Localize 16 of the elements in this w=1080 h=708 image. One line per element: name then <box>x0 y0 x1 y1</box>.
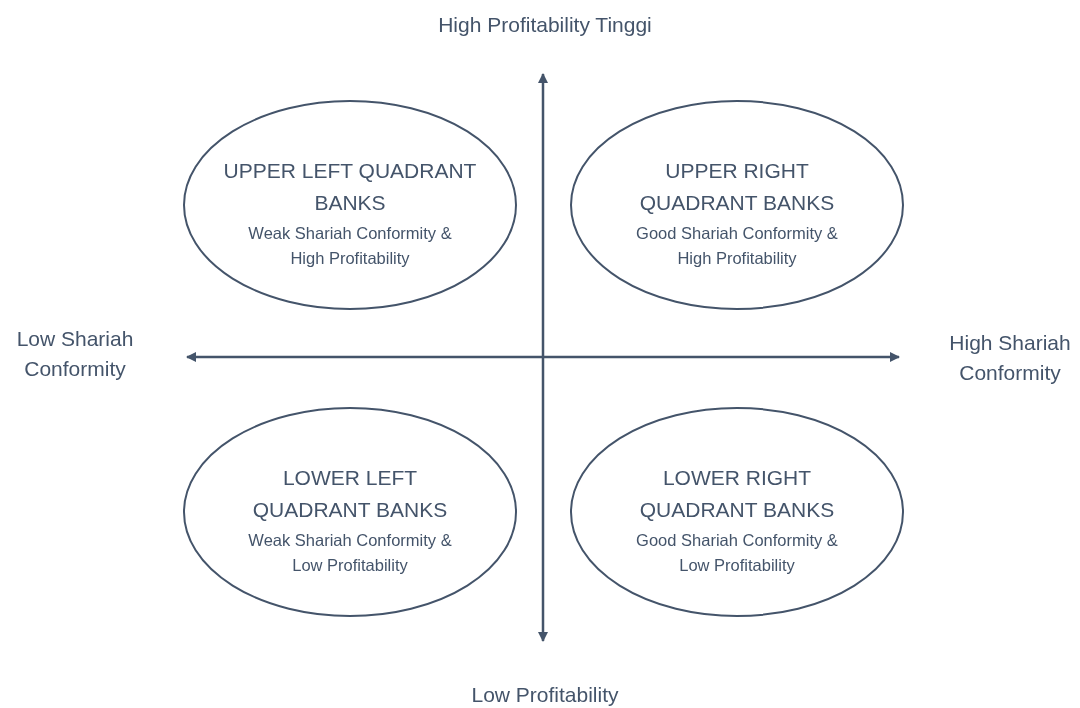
quadrant-ellipse <box>569 406 905 618</box>
axis-label: Low Shariah Conformity <box>15 326 135 382</box>
quadrant-description: Good Shariah Conformity & Low Profitability <box>635 530 839 576</box>
quadrant-title: UPPER RIGHT QUADRANT BANKS <box>638 158 836 216</box>
quadrant-description: Weak Shariah Conformity & Low Profitability <box>247 530 453 576</box>
axis-label: High Shariah Conformity <box>948 330 1072 386</box>
quadrant-title: UPPER LEFT QUADRANT BANKS <box>222 158 478 216</box>
quadrant-ellipse <box>182 406 518 618</box>
axis-label: High Profitability Tinggi <box>437 12 653 38</box>
axis-label: Low Profitability <box>470 682 620 708</box>
quadrant-description: Good Shariah Conformity & High Profitability <box>635 223 839 269</box>
quadrant-ellipse <box>182 99 518 311</box>
quadrant-title: LOWER LEFT QUADRANT BANKS <box>251 465 449 523</box>
quadrant-ellipse <box>569 99 905 311</box>
quadrant-title: LOWER RIGHT QUADRANT BANKS <box>638 465 836 523</box>
quadrant-description: Weak Shariah Conformity & High Profitability <box>247 223 453 269</box>
